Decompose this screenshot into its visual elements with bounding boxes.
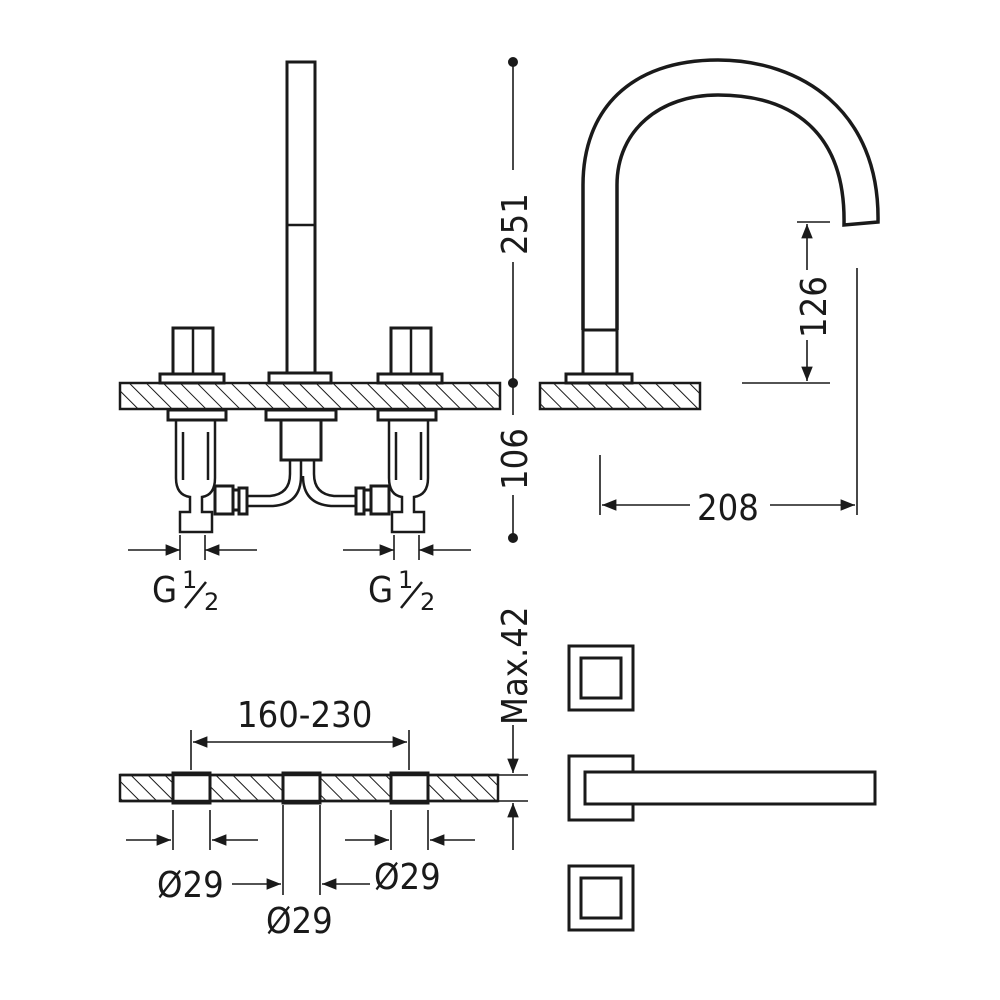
center-mixer: [237, 408, 366, 516]
projection-dimension: 208: [599, 268, 858, 529]
under-deck-depth-label: 106: [495, 428, 536, 490]
inlet-frac-den-right: 2: [420, 588, 435, 616]
front-view: G 1 2 G 1 2 251 106: [118, 57, 536, 616]
hole-center-label: Ø29: [266, 901, 333, 942]
hand-shower: [285, 60, 317, 376]
inlet-dimension-left: G 1 2: [128, 535, 257, 616]
hand-shower-base: [267, 371, 333, 385]
hole-right-label: Ø29: [374, 857, 441, 898]
right-valve-body: [359, 408, 438, 534]
top-view: [567, 644, 877, 932]
top-handle-lower: [567, 864, 635, 932]
inlet-frac-num-right: 1: [398, 566, 413, 594]
spout-clearance-label: 126: [794, 276, 835, 338]
top-spout: [567, 754, 877, 822]
deck-section-front: [118, 381, 502, 411]
vertical-dimension: 251 106: [495, 57, 536, 543]
left-valve-body: [166, 408, 245, 534]
deck-cutout-view: 160-230 Ø29 Ø29 Ø29 Max.42: [118, 607, 536, 942]
spout-projection-label: 208: [697, 488, 759, 529]
inlet-label-left: G: [152, 570, 177, 611]
spout: [581, 58, 880, 330]
hole-left-label: Ø29: [157, 865, 224, 906]
inlet-frac-den-left: 2: [204, 588, 219, 616]
inlet-dimension-right: G 1 2: [343, 535, 471, 616]
deck-thickness-label: Max.42: [495, 607, 536, 725]
deck-thickness-dimension: Max.42: [495, 607, 536, 850]
spout-height-label: 251: [495, 193, 536, 255]
inlet-frac-num-left: 1: [182, 566, 197, 594]
inlet-label-right: G: [368, 570, 393, 611]
spacing-label: 160-230: [237, 695, 372, 736]
hole-dimensions: Ø29 Ø29 Ø29: [126, 805, 475, 942]
deck-section-side: [538, 381, 702, 411]
top-handle-upper: [567, 644, 635, 712]
side-view: 126 208: [538, 58, 880, 529]
spout-base: [581, 328, 619, 376]
spacing-dimension: 160-230: [190, 695, 410, 770]
clearance-dimension: 126: [742, 221, 835, 384]
